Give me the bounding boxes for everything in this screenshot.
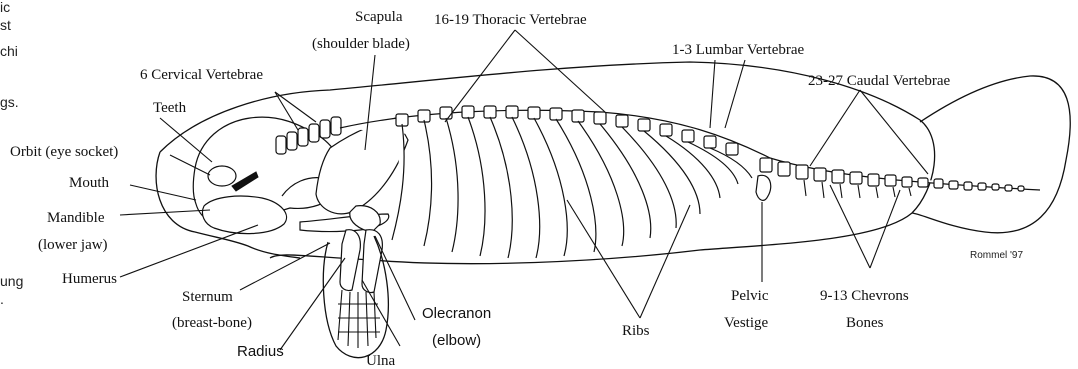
caudal-vertebrae bbox=[760, 158, 1024, 191]
label-mouth: Mouth bbox=[69, 175, 110, 191]
label-olecranon: Olecranon bbox=[422, 305, 491, 322]
margin-fragment-4: gs. bbox=[0, 94, 19, 110]
label-scapula: Scapula bbox=[355, 9, 403, 25]
label-pelvic-sub: Vestige bbox=[724, 315, 769, 331]
label-orbit: Orbit (eye socket) bbox=[10, 144, 118, 160]
label-lumbar: 1-3 Lumbar Vertebrae bbox=[672, 42, 805, 58]
label-caudal: 23-27 Caudal Vertebrae bbox=[808, 73, 951, 89]
labels: Scapula (shoulder blade) 16-19 Thoracic … bbox=[10, 9, 1023, 369]
margin-fragment-2: st bbox=[0, 17, 11, 33]
label-ribs: Ribs bbox=[622, 323, 650, 339]
label-ulna: Ulna bbox=[366, 353, 396, 369]
margin-fragment-1: ic bbox=[0, 0, 10, 15]
label-chevrons: 9-13 Chevrons bbox=[820, 288, 909, 304]
label-humerus: Humerus bbox=[62, 271, 117, 287]
label-cervical: 6 Cervical Vertebrae bbox=[140, 67, 263, 83]
signature: Rommel '97 bbox=[970, 250, 1023, 261]
label-thoracic: 16-19 Thoracic Vertebrae bbox=[434, 12, 587, 28]
label-radius: Radius bbox=[237, 343, 284, 360]
margin-fragment-3: chi bbox=[0, 43, 18, 59]
forelimb bbox=[323, 230, 388, 358]
label-sternum-sub: (breast-bone) bbox=[172, 315, 252, 331]
margin-fragment-5: ung bbox=[0, 273, 23, 289]
label-olecranon-sub: (elbow) bbox=[432, 332, 481, 349]
label-mandible: Mandible bbox=[47, 210, 105, 226]
pelvic-vestige-bone bbox=[756, 175, 771, 200]
label-chevrons-sub: Bones bbox=[846, 315, 884, 331]
label-sternum: Sternum bbox=[182, 289, 233, 305]
label-mandible-sub: (lower jaw) bbox=[38, 237, 108, 253]
label-scapula-sub: (shoulder blade) bbox=[312, 36, 410, 52]
label-pelvic: Pelvic bbox=[731, 288, 769, 304]
label-teeth: Teeth bbox=[153, 100, 187, 116]
margin-fragment-6: . bbox=[0, 291, 4, 307]
